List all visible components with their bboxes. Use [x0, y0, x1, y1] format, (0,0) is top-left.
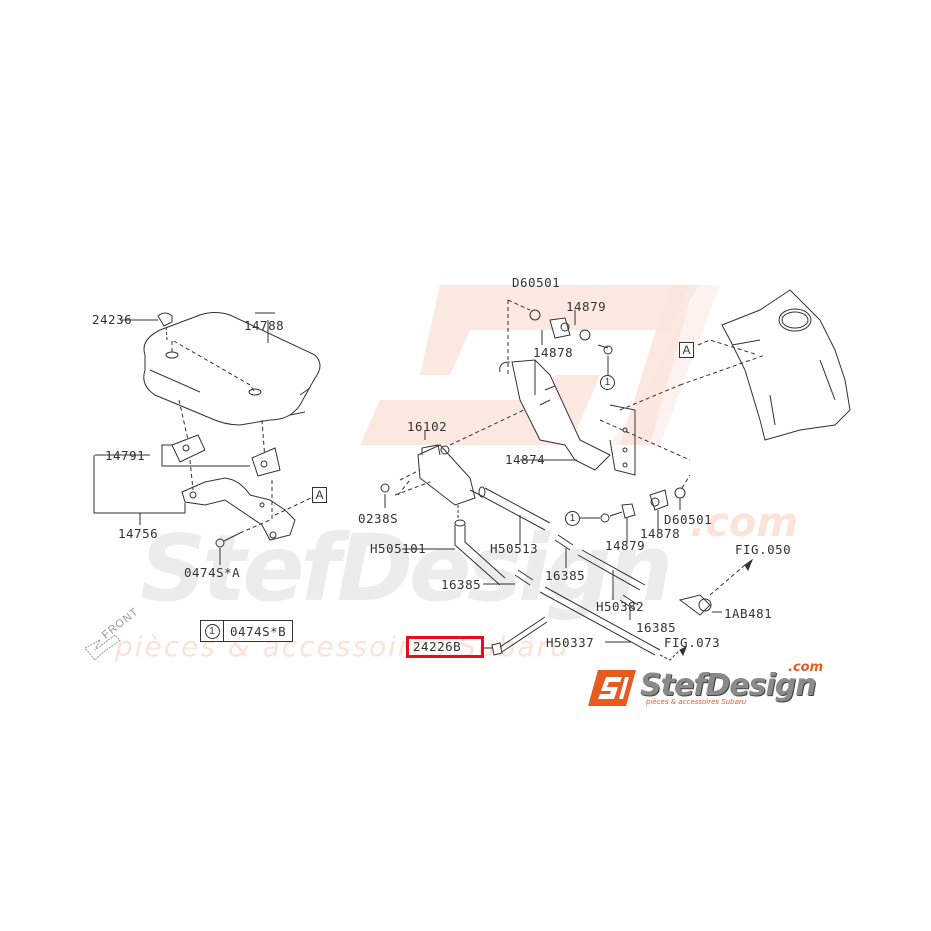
part-label-H505101[interactable]: H505101 — [370, 541, 427, 556]
legend-number-circle: 1 — [204, 623, 220, 639]
part-label-16385-c[interactable]: 16385 — [636, 620, 677, 635]
figure-ref-050[interactable]: FIG.050 — [735, 542, 792, 557]
logo-brand-name: StefDesign — [640, 668, 817, 703]
part-label-0238S[interactable]: 0238S — [358, 511, 399, 526]
part-label-14878-top[interactable]: 14878 — [533, 345, 574, 360]
part-label-H50337[interactable]: H50337 — [546, 635, 595, 650]
watermark-tld: .com — [690, 500, 799, 546]
part-label-14756[interactable]: 14756 — [118, 526, 159, 541]
part-label-14788[interactable]: 14788 — [244, 318, 285, 333]
stefdesign-logo: StefDesign .com pièces & accessoires Sub… — [588, 660, 848, 708]
part-label-0474S-B[interactable]: 0474S*B — [230, 623, 287, 639]
figure-ref-073[interactable]: FIG.073 — [664, 635, 721, 650]
part-label-14878-mid[interactable]: 14878 — [640, 526, 681, 541]
watermark-brand: StefDesign — [140, 515, 673, 622]
reference-marker-a-left: A — [312, 487, 327, 503]
part-label-24236[interactable]: 24236 — [92, 312, 133, 327]
fastener-callout-1-top: 1 — [600, 375, 615, 390]
part-label-16385-b[interactable]: 16385 — [441, 577, 482, 592]
part-label-D60501-mid[interactable]: D60501 — [664, 512, 713, 527]
reference-marker-a-right: A — [679, 342, 694, 358]
part-label-0474S-A[interactable]: 0474S*A — [184, 565, 241, 580]
part-label-14879-top[interactable]: 14879 — [566, 299, 607, 314]
part-label-14791[interactable]: 14791 — [105, 448, 146, 463]
part-label-24226B[interactable]: 24226B — [413, 639, 462, 654]
part-label-H50513[interactable]: H50513 — [490, 541, 539, 556]
part-label-1AB481[interactable]: 1AB481 — [724, 606, 773, 621]
fastener-legend: 1 0474S*B — [200, 620, 294, 642]
part-label-H50382[interactable]: H50382 — [596, 599, 645, 614]
part-label-14879-mid[interactable]: 14879 — [605, 538, 646, 553]
part-label-16102[interactable]: 16102 — [407, 419, 448, 434]
part-label-14874[interactable]: 14874 — [505, 452, 546, 467]
part-label-D60501-top[interactable]: D60501 — [512, 275, 561, 290]
part-label-16385-a[interactable]: 16385 — [545, 568, 586, 583]
highlight-box-24226B — [406, 636, 484, 658]
fastener-callout-1-mid: 1 — [565, 511, 580, 526]
sd-logo-mark-icon — [588, 670, 636, 706]
logo-tagline: pièces & accessoires Subaru — [646, 698, 747, 706]
logo-tld: .com — [788, 660, 824, 675]
